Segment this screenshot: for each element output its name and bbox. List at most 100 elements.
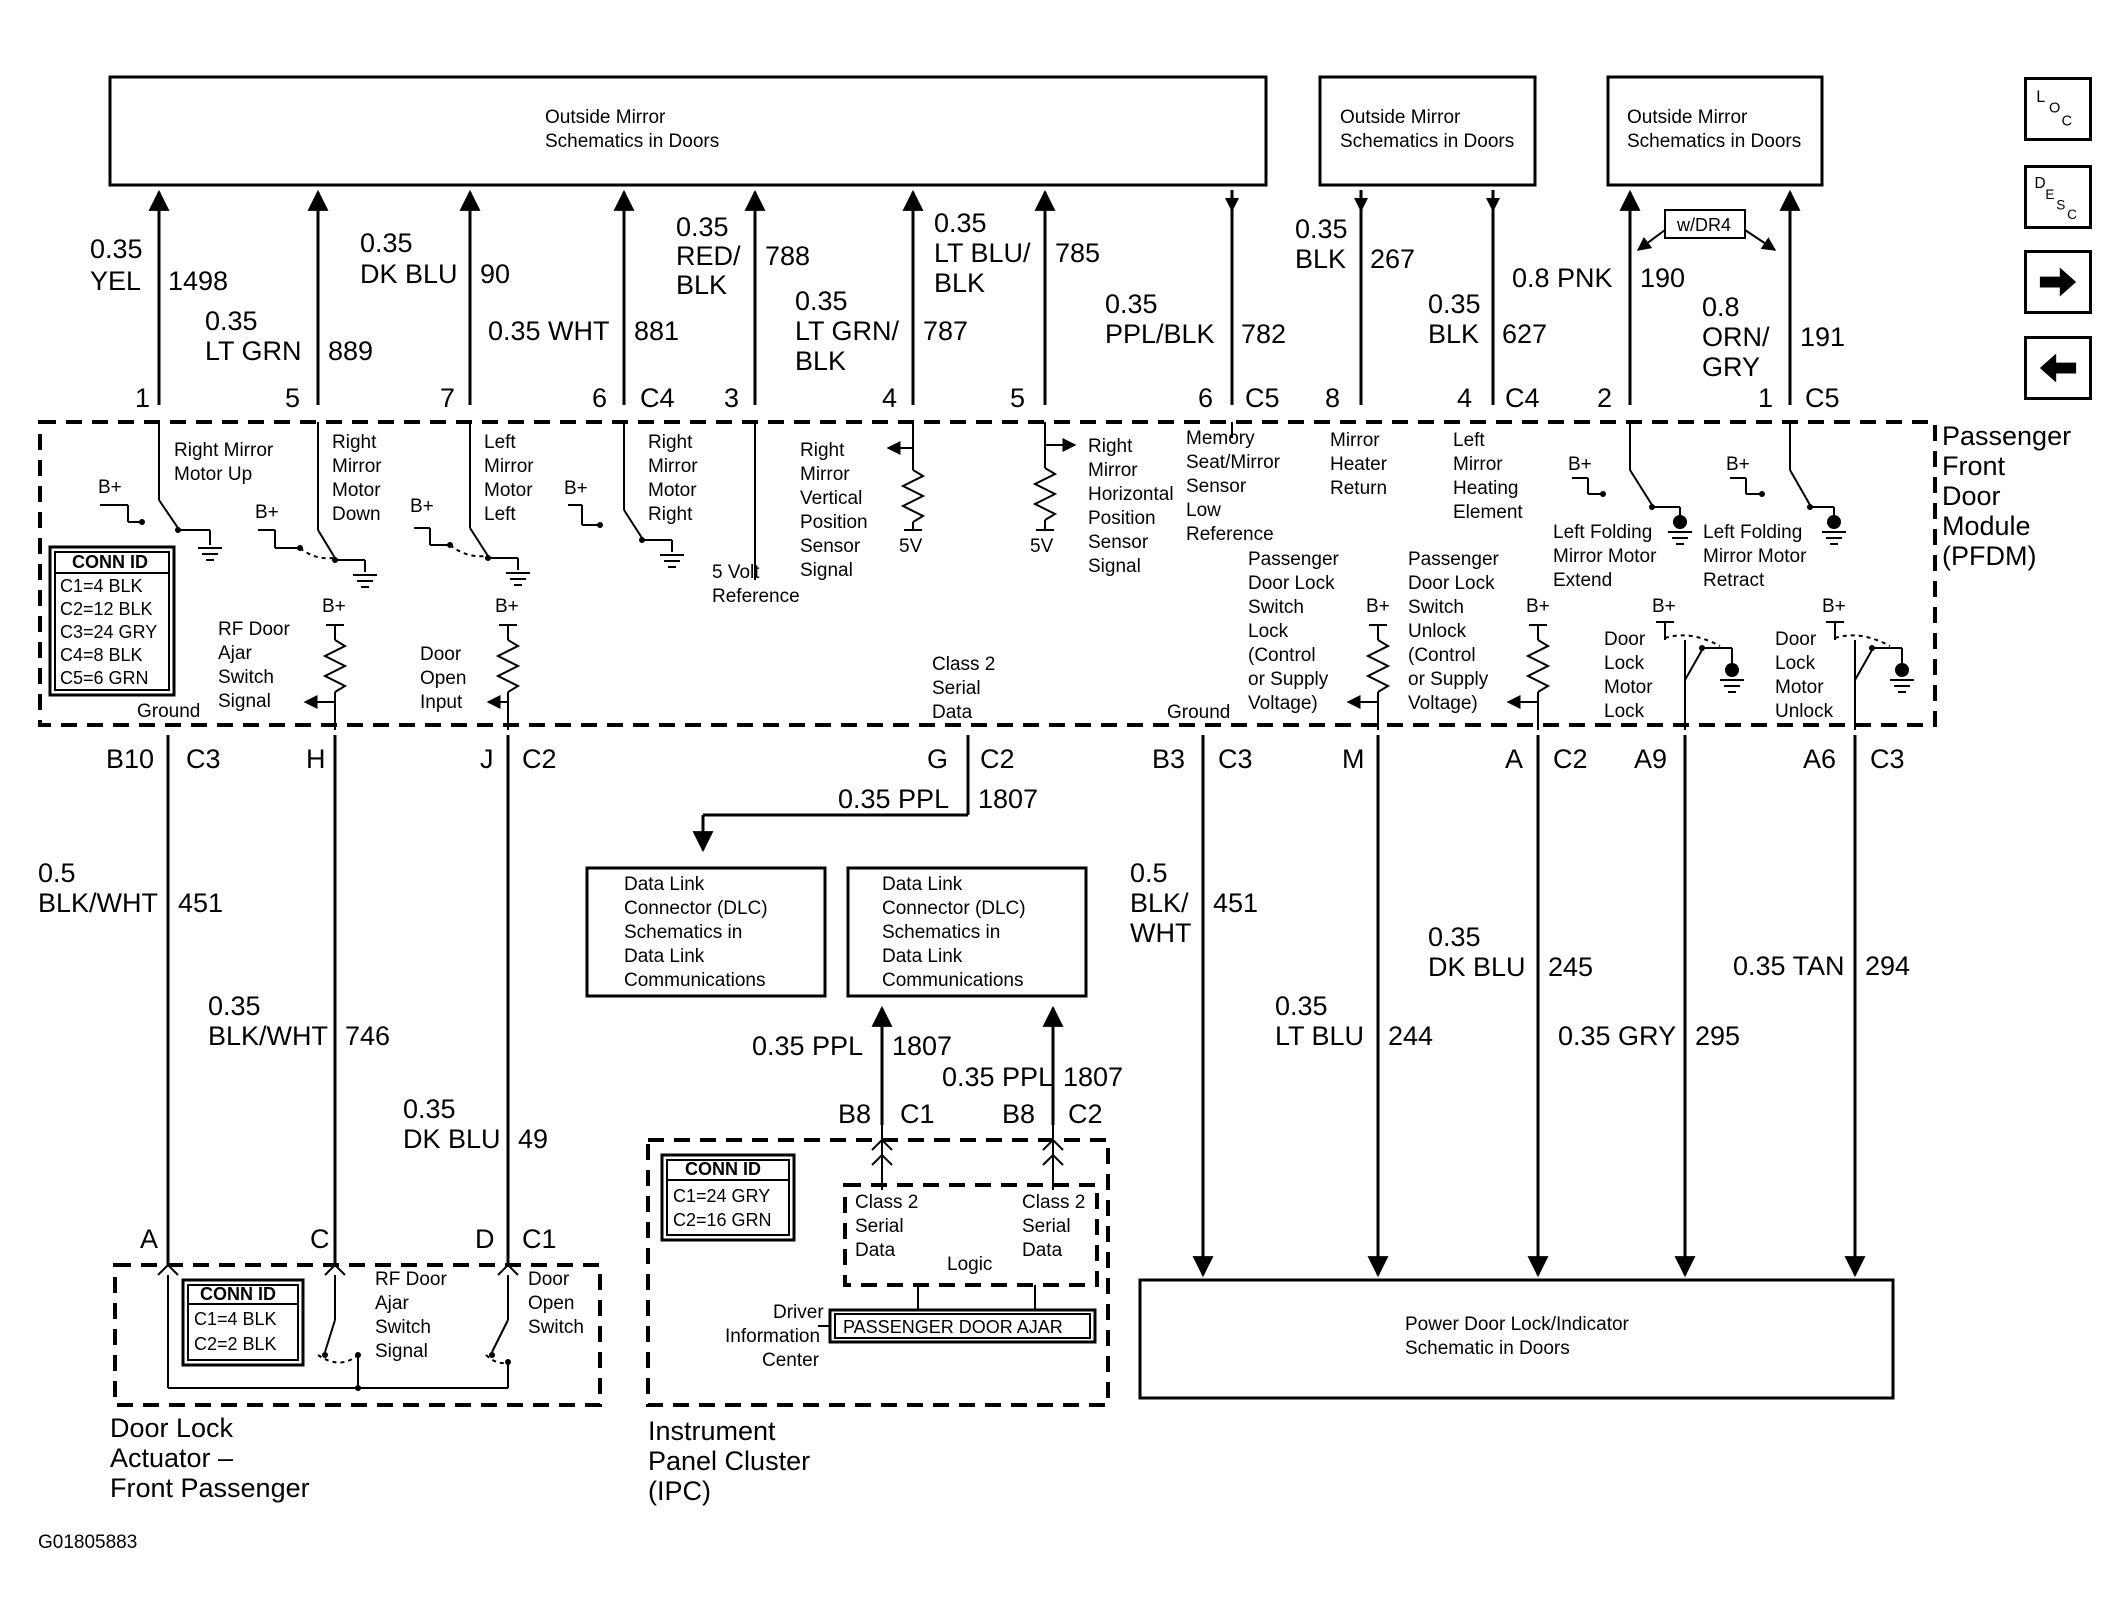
svg-text:1: 1 xyxy=(135,383,150,413)
switch-left-folding-extend: B+ Left Folding Mirror Motor Extend xyxy=(1553,422,1692,591)
svg-text:6: 6 xyxy=(592,383,607,413)
svg-text:C3: C3 xyxy=(1870,744,1905,774)
ground-icon xyxy=(1668,531,1692,545)
power-door-lock-box: Power Door Lock/Indicator Schematic in D… xyxy=(1138,1278,1895,1400)
driver-information-center-display: PASSENGER DOOR AJAR xyxy=(828,1308,1097,1344)
svg-text:Element: Element xyxy=(1453,502,1523,523)
horizontal-position-sensor: 5V Right Mirror Horizontal Position Sens… xyxy=(1030,436,1174,577)
svg-text:4: 4 xyxy=(882,383,897,413)
svg-text:B+: B+ xyxy=(255,502,279,523)
svg-text:Left Folding: Left Folding xyxy=(1703,522,1802,543)
svg-text:Signal: Signal xyxy=(375,1341,428,1362)
svg-text:C2: C2 xyxy=(1068,1099,1103,1129)
svg-text:Motor: Motor xyxy=(1775,677,1824,698)
ground-icon xyxy=(198,547,222,561)
svg-text:B+: B+ xyxy=(1526,596,1550,617)
svg-text:B3: B3 xyxy=(1152,744,1185,774)
right-arrow-icon xyxy=(2039,267,2077,297)
svg-text:Voltage): Voltage) xyxy=(1248,693,1318,714)
svg-text:B8: B8 xyxy=(1002,1099,1035,1129)
svg-text:0.8 PNK: 0.8 PNK xyxy=(1512,263,1613,293)
svg-text:A9: A9 xyxy=(1634,744,1667,774)
pfdm-conn-id-table: CONN ID C1=4 BLK C2=12 BLK C3=24 GRY C4=… xyxy=(48,545,176,697)
svg-text:Unlock: Unlock xyxy=(1408,621,1467,642)
svg-text:Ajar: Ajar xyxy=(375,1293,409,1314)
svg-text:294: 294 xyxy=(1865,951,1910,981)
ground-icon xyxy=(353,574,377,588)
svg-text:Lock: Lock xyxy=(1248,621,1289,642)
svg-text:627: 627 xyxy=(1502,319,1547,349)
svg-text:Logic: Logic xyxy=(947,1254,992,1275)
svg-text:CONN ID: CONN ID xyxy=(685,1159,761,1179)
svg-text:BLK: BLK xyxy=(1295,244,1346,274)
door-lock-motor-unlock: B+ Door Lock Motor Unlock xyxy=(1775,596,1914,730)
svg-text:Communications: Communications xyxy=(624,970,766,991)
svg-text:Communications: Communications xyxy=(882,970,1024,991)
svg-text:Low: Low xyxy=(1186,500,1221,521)
svg-text:451: 451 xyxy=(1213,888,1258,918)
svg-text:Left: Left xyxy=(484,504,516,525)
ground-icon xyxy=(506,572,530,586)
svg-text:Right: Right xyxy=(648,432,693,453)
svg-text:WHT: WHT xyxy=(1130,918,1191,948)
svg-text:LT GRN: LT GRN xyxy=(205,336,302,366)
svg-text:2: 2 xyxy=(1597,383,1612,413)
svg-text:D: D xyxy=(2034,175,2045,192)
svg-text:B+: B+ xyxy=(98,477,122,498)
previous-page-button[interactable] xyxy=(2024,336,2092,400)
switch-right-mirror-motor-right: B+ Right Mirror Motor Right xyxy=(564,432,698,568)
option-label: w/DR4 xyxy=(1676,215,1731,235)
svg-text:Class 2: Class 2 xyxy=(932,654,995,675)
svg-text:(Control: (Control xyxy=(1248,645,1316,666)
svg-text:0.35: 0.35 xyxy=(360,228,413,258)
svg-text:Schematics in Doors: Schematics in Doors xyxy=(1340,131,1514,152)
svg-text:RF Door: RF Door xyxy=(218,619,290,640)
svg-text:Passenger: Passenger xyxy=(1408,549,1500,570)
svg-text:245: 245 xyxy=(1548,952,1593,982)
svg-text:CONN ID: CONN ID xyxy=(200,1284,276,1304)
svg-text:Door Lock: Door Lock xyxy=(1408,573,1495,594)
ground-icon xyxy=(1822,531,1846,545)
svg-text:0.35 PPL: 0.35 PPL xyxy=(838,784,949,814)
svg-text:244: 244 xyxy=(1388,1021,1433,1051)
svg-text:LT BLU: LT BLU xyxy=(1275,1021,1364,1051)
svg-text:BLK: BLK xyxy=(934,268,985,298)
svg-text:C1=24 GRY: C1=24 GRY xyxy=(673,1186,770,1206)
svg-text:Switch: Switch xyxy=(528,1317,584,1338)
svg-text:0.35 PPL: 0.35 PPL xyxy=(752,1031,863,1061)
svg-text:B+: B+ xyxy=(410,496,434,517)
svg-text:0.35: 0.35 xyxy=(90,234,143,264)
svg-text:785: 785 xyxy=(1055,238,1100,268)
svg-text:PPL/BLK: PPL/BLK xyxy=(1105,319,1215,349)
svg-text:B+: B+ xyxy=(495,596,519,617)
svg-text:0.35: 0.35 xyxy=(1105,289,1158,319)
svg-text:Motor: Motor xyxy=(484,480,533,501)
svg-text:Data Link: Data Link xyxy=(624,946,705,967)
svg-text:E: E xyxy=(2045,187,2054,202)
svg-text:C5: C5 xyxy=(1245,383,1280,413)
svg-text:0.35 WHT: 0.35 WHT xyxy=(488,316,610,346)
svg-text:Switch: Switch xyxy=(1248,597,1304,618)
svg-text:Retract: Retract xyxy=(1703,570,1765,591)
svg-text:GRY: GRY xyxy=(1702,352,1760,382)
svg-text:Driver: Driver xyxy=(773,1302,824,1323)
ground-icon xyxy=(660,554,684,568)
svg-text:Horizontal: Horizontal xyxy=(1088,484,1174,505)
svg-text:C: C xyxy=(310,1224,330,1254)
svg-text:Mirror: Mirror xyxy=(1330,430,1380,451)
svg-text:B+: B+ xyxy=(564,478,588,499)
svg-text:4: 4 xyxy=(1457,383,1472,413)
svg-text:BLK/WHT: BLK/WHT xyxy=(38,888,158,918)
svg-text:ORN/: ORN/ xyxy=(1702,322,1770,352)
svg-text:0.35: 0.35 xyxy=(1428,289,1481,319)
svg-text:881: 881 xyxy=(634,316,679,346)
svg-text:or Supply: or Supply xyxy=(1408,669,1489,690)
next-page-button[interactable] xyxy=(2024,250,2092,314)
svg-text:RF Door: RF Door xyxy=(375,1269,447,1290)
svg-text:6: 6 xyxy=(1198,383,1213,413)
svg-text:Seat/Mirror: Seat/Mirror xyxy=(1186,452,1281,473)
svg-text:Sensor: Sensor xyxy=(1186,476,1247,497)
